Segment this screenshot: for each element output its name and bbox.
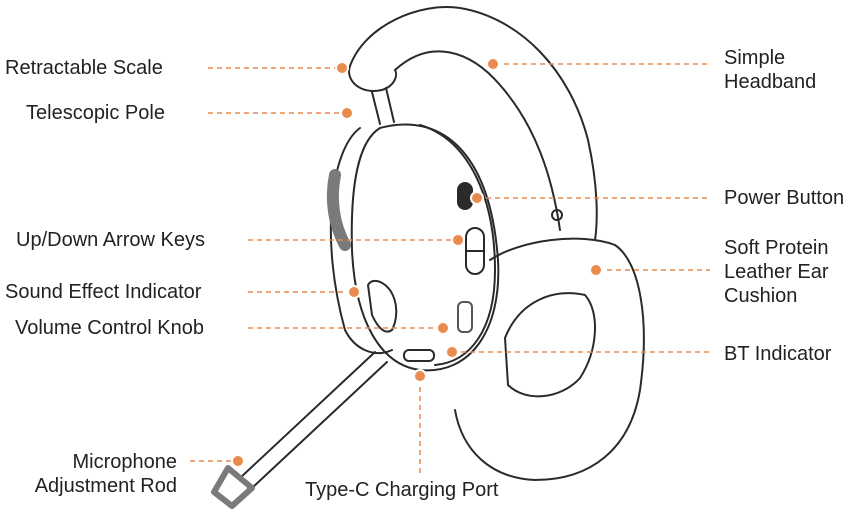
label-microphone: Microphone Adjustment Rod (5, 450, 177, 498)
label-bt-indicator: BT Indicator (724, 343, 832, 365)
label-cushion-line1: Soft Protein (724, 237, 829, 259)
telescopic-pole (371, 87, 395, 125)
volume-knob[interactable] (457, 301, 473, 333)
label-type-c: Type-C Charging Port (305, 479, 499, 501)
headband-cap (348, 65, 398, 92)
type-c-port[interactable] (403, 349, 435, 362)
label-telescopic-pole: Telescopic Pole (26, 102, 165, 124)
label-retractable-scale: Retractable Scale (5, 57, 163, 79)
callout-dot-bt (445, 345, 459, 359)
label-cushion-line3: Cushion (724, 285, 798, 307)
callout-dot-volume-knob (436, 321, 450, 335)
label-microphone-line2: Adjustment Rod (34, 475, 177, 497)
ear-cushion-hole (504, 292, 596, 398)
ear-cushion (454, 237, 645, 481)
label-headband-line2: Headband (724, 71, 817, 93)
ear-cup-left (329, 127, 393, 355)
label-up-down-keys: Up/Down Arrow Keys (16, 229, 205, 251)
microphone-boom (239, 351, 388, 489)
label-headband: Simple Headband (724, 46, 816, 94)
label-microphone-line1: Microphone (72, 451, 177, 473)
callout-dot-cushion (589, 263, 603, 277)
callout-dot-up-down-keys (451, 233, 465, 247)
label-sound-effect: Sound Effect Indicator (5, 281, 202, 303)
callout-dot-retractable-scale (335, 61, 349, 75)
headband-pin (551, 209, 563, 221)
callout-dot-sound-effect (347, 285, 361, 299)
label-volume-knob: Volume Control Knob (15, 317, 205, 339)
callout-dot-microphone (231, 454, 245, 468)
headband-outer (349, 6, 598, 241)
label-cushion: Soft Protein Leather Ear Cushion (724, 236, 829, 308)
callout-dot-type-c (413, 369, 427, 383)
callout-dot-headband (486, 57, 500, 71)
label-cushion-line2: Leather Ear (724, 261, 829, 283)
microphone-tip (211, 465, 255, 509)
label-power-button: Power Button (724, 187, 845, 209)
callout-dot-telescopic-pole (340, 106, 354, 120)
side-grille (326, 169, 351, 251)
sound-indicator (367, 279, 398, 333)
callout-dot-power (470, 191, 484, 205)
ear-cup-face (350, 123, 500, 372)
ear-cup-rim (419, 124, 496, 366)
label-headband-line1: Simple (724, 47, 786, 69)
power-button[interactable] (457, 182, 473, 210)
headband-inner (394, 50, 561, 231)
